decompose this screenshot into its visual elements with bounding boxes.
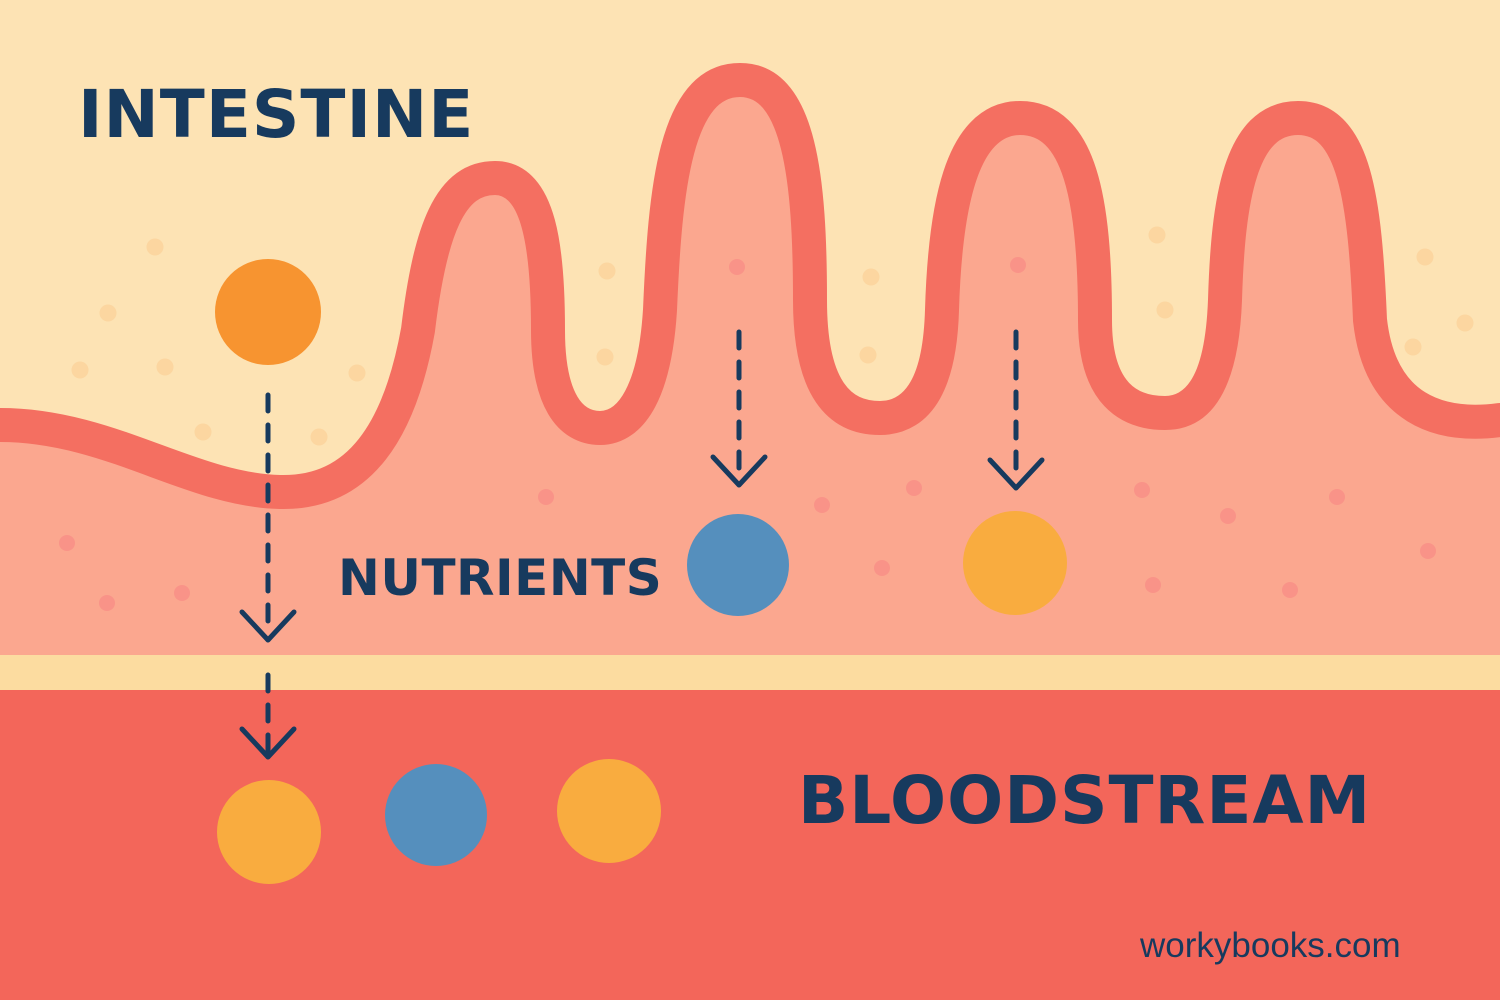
tissue-speck [874,560,890,576]
tissue-speck [729,259,745,275]
intestinal-tissue [0,80,1500,660]
nutrient-particle-icon [963,511,1067,615]
tissue-speck [1282,582,1298,598]
nutrients-label: NUTRIENTS [338,549,663,607]
lumen-speck [1404,338,1422,356]
dashed-arrow-icon [239,672,297,760]
lumen-speck [71,361,89,379]
intestine-label: INTESTINE [78,76,475,153]
lumen-speck [859,346,877,364]
membrane-band [0,655,1500,691]
tissue-speck [1010,257,1026,273]
lumen-speck [348,364,366,382]
tissue-speck [814,497,830,513]
bloodstream-label: BLOODSTREAM [798,762,1372,839]
lumen-speck [598,262,616,280]
tissue-speck [1329,489,1345,505]
tissue-speck [906,480,922,496]
villi-wall [0,63,1500,510]
nutrient-particle-icon [217,780,321,884]
lumen-speck [862,268,880,286]
lumen-speck [1156,301,1174,319]
lumen-speck [310,428,328,446]
lumen-speck [1416,248,1434,266]
tissue-speck [59,535,75,551]
nutrient-particle-icon [557,759,661,863]
nutrient-particle-icon [687,514,789,616]
tissue-speck [1145,577,1161,593]
dashed-arrow-icon [710,329,768,488]
lumen-speck [99,304,117,322]
lumen-speck [156,358,174,376]
tissue-speck [1220,508,1236,524]
nutrient-particle-icon [385,764,487,866]
nutrient-specks [59,226,1474,611]
absorption-arrows [239,329,1045,760]
tissue-speck [174,585,190,601]
tissue-speck [1420,543,1436,559]
lumen-speck [596,348,614,366]
site-credit[interactable]: workybooks.com [1140,926,1401,965]
nutrient-particles [215,259,1067,884]
nutrient-particle-icon [215,259,321,365]
lumen-speck [1148,226,1166,244]
lumen-speck [1456,314,1474,332]
lumen-speck [146,238,164,256]
dashed-arrow-icon [239,392,297,643]
tissue-speck [99,595,115,611]
lumen-speck [194,423,212,441]
dashed-arrow-icon [987,329,1045,491]
tissue-speck [538,489,554,505]
tissue-speck [1134,482,1150,498]
